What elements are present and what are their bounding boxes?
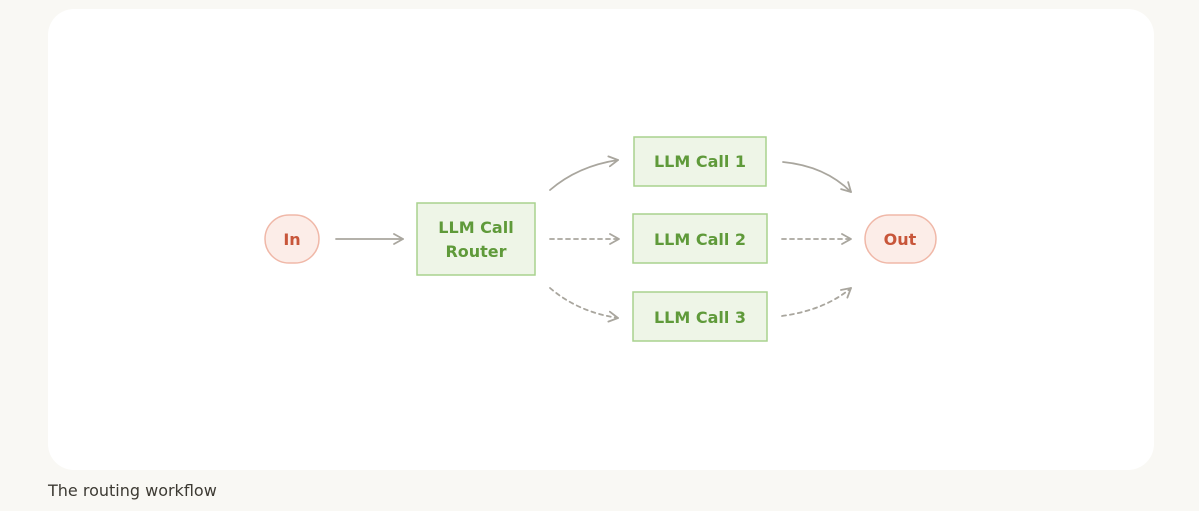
llm-call-3-node: LLM Call 3 xyxy=(632,291,768,342)
arrow-call-1-to-out xyxy=(782,161,852,193)
input-node: In xyxy=(264,214,320,264)
router-node-label-line2: Router xyxy=(445,242,506,261)
llm-call-2-label: LLM Call 2 xyxy=(654,230,746,249)
input-node-label: In xyxy=(283,230,300,249)
llm-call-2-node: LLM Call 2 xyxy=(632,213,768,264)
llm-call-1-label: LLM Call 1 xyxy=(654,152,746,171)
router-node: LLM Call Router xyxy=(416,202,536,276)
arrow-call-3-to-out xyxy=(781,287,852,317)
figure-caption: The routing workflow xyxy=(48,481,217,500)
arrow-router-to-call-1 xyxy=(549,155,619,191)
arrow-router-to-call-3 xyxy=(549,287,619,323)
llm-call-3-label: LLM Call 3 xyxy=(654,308,746,327)
router-node-label-line1: LLM Call xyxy=(438,218,513,237)
llm-call-1-node: LLM Call 1 xyxy=(633,136,767,187)
output-node: Out xyxy=(864,214,937,264)
output-node-label: Out xyxy=(884,230,917,249)
